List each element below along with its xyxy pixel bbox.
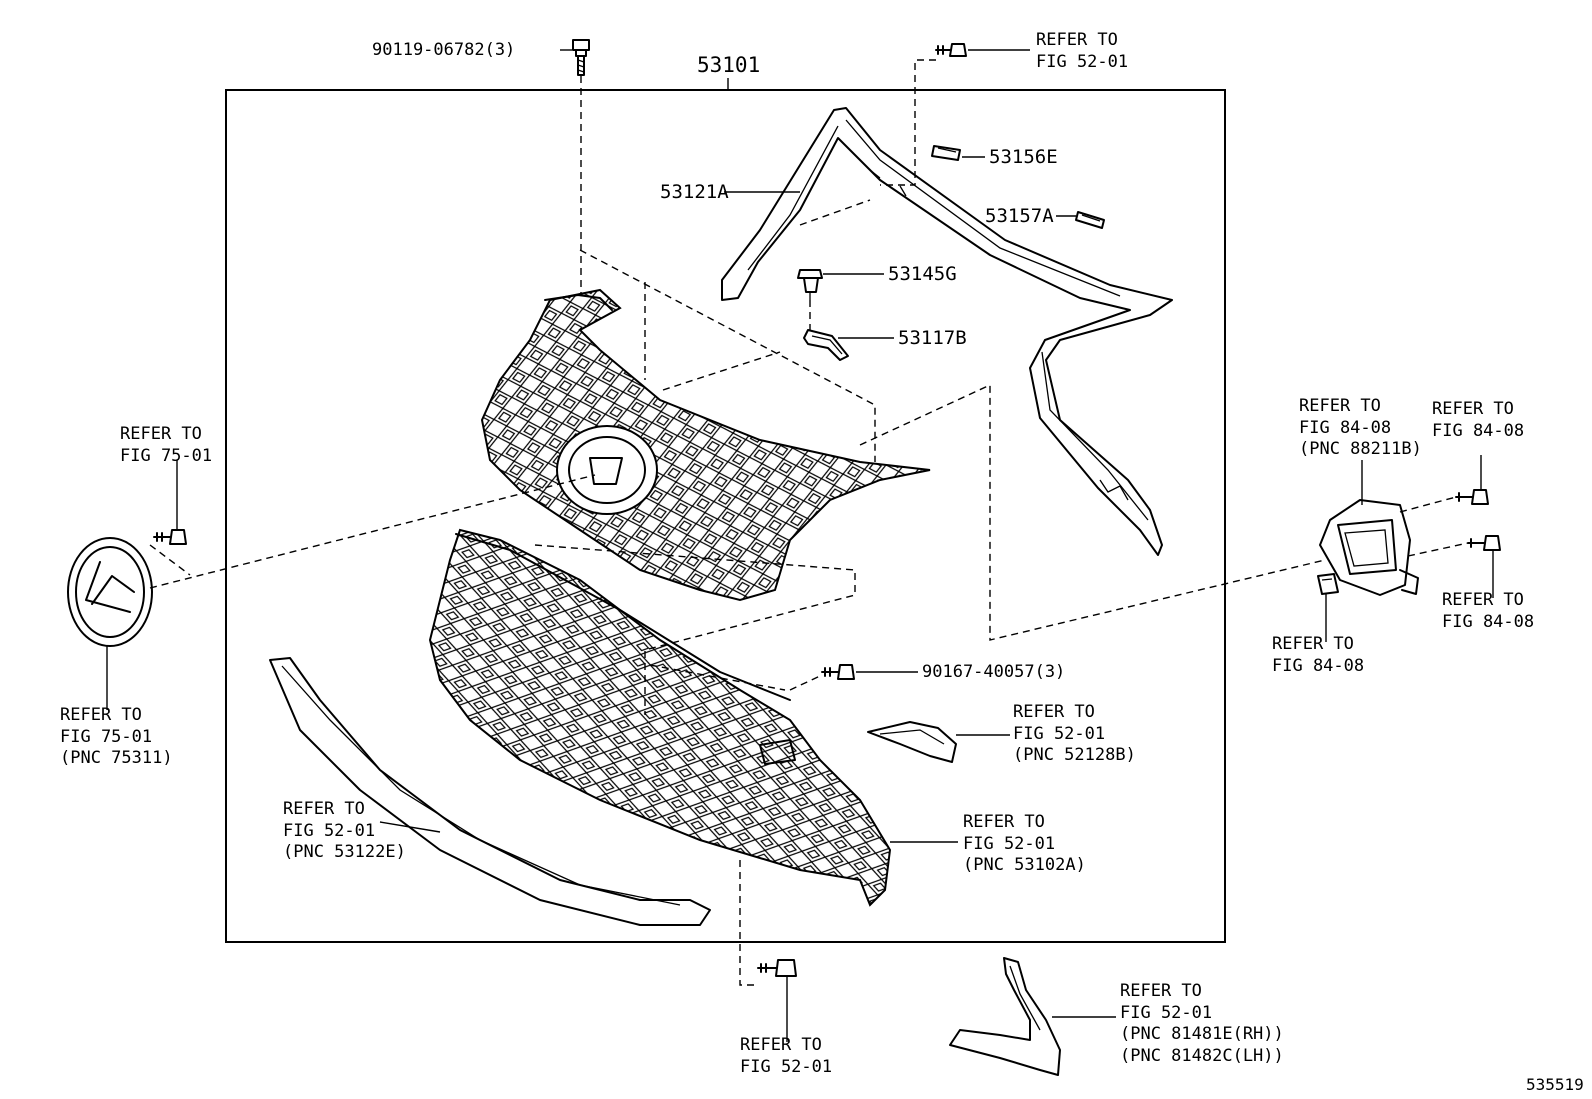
bolt-top-label: 90119-06782(3) xyxy=(372,40,516,60)
upper-grille xyxy=(480,288,931,602)
clip-e-label: 53156E xyxy=(989,146,1058,168)
clip-g-label: 53145G xyxy=(888,263,957,285)
bolt-icon xyxy=(935,43,967,57)
clip-a-label: 53157A xyxy=(985,205,1054,227)
cover-icon xyxy=(867,721,957,763)
upper-molding-label: 53121A xyxy=(660,181,729,203)
lower-molding xyxy=(269,657,711,926)
screw-mid-label: 90167-40057(3) xyxy=(922,662,1066,682)
bolt-icon xyxy=(1455,489,1489,505)
nut-icon xyxy=(1317,573,1339,595)
clip-icon xyxy=(931,145,961,161)
upper-molding-53121A xyxy=(721,107,1173,556)
clip-icon xyxy=(1075,211,1105,229)
lower-grille xyxy=(428,528,892,907)
emblem-icon xyxy=(67,537,153,647)
bolt-icon xyxy=(153,529,187,545)
bracket-icon xyxy=(803,329,849,361)
diagram-id: 535519 xyxy=(1526,1075,1584,1094)
bolt-icon xyxy=(757,959,797,977)
assembly-part-no: 53101 xyxy=(697,53,761,77)
clip-icon xyxy=(797,269,823,300)
garnish-icon xyxy=(949,957,1061,1076)
bolt-icon xyxy=(821,664,855,680)
bolt-icon xyxy=(572,39,590,76)
assembly-frame xyxy=(225,89,1226,943)
bracket-label: 53117B xyxy=(898,327,967,349)
radar-sensor-icon xyxy=(1319,499,1419,596)
bolt-icon xyxy=(1467,535,1501,551)
